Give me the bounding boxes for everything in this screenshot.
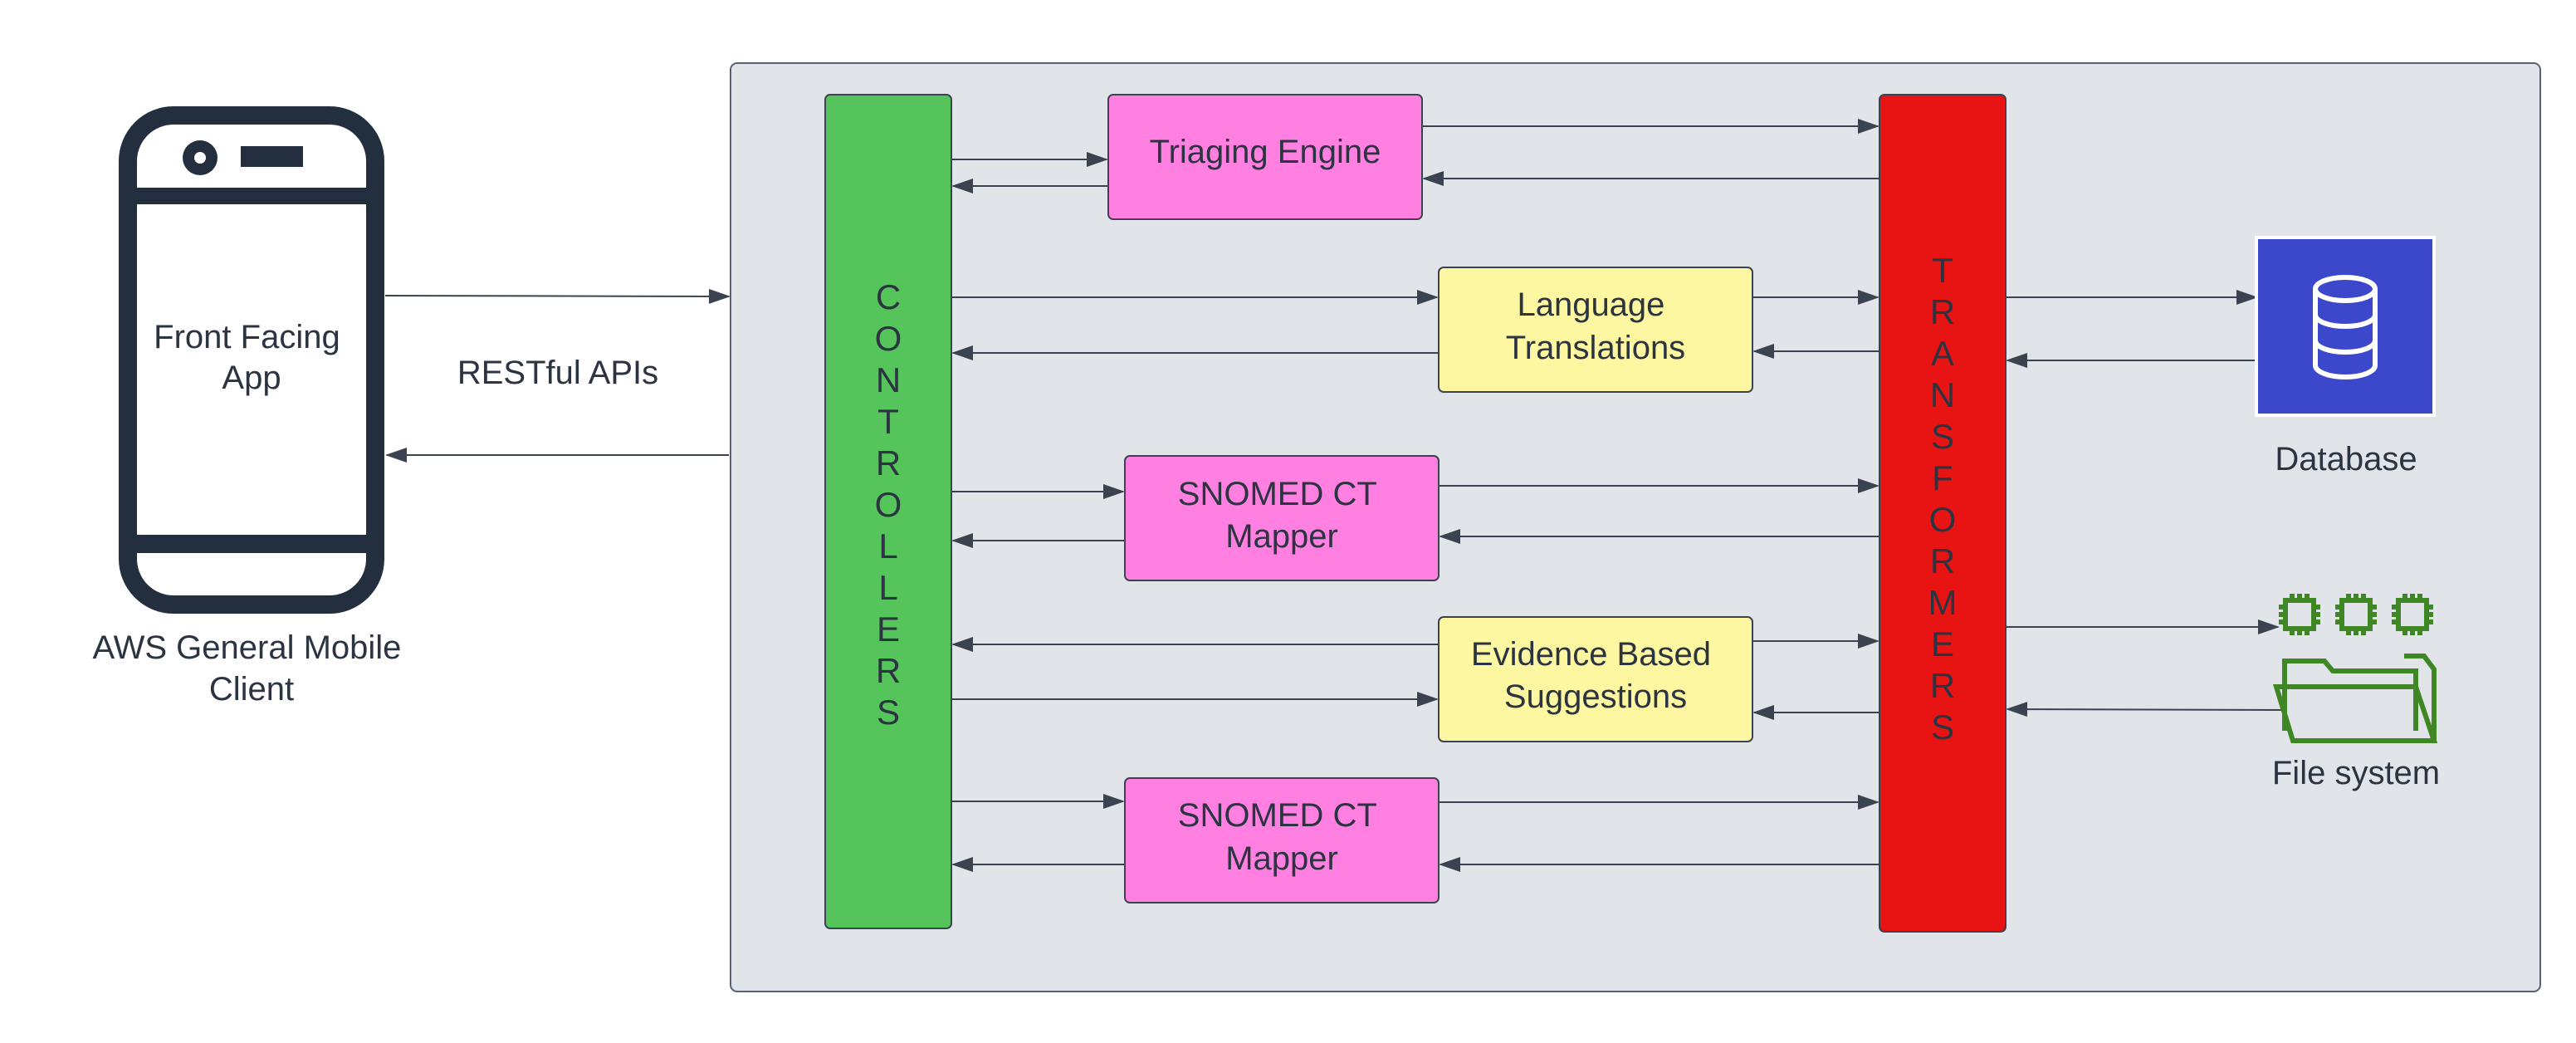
- file-system-label: File system: [2272, 755, 2440, 791]
- controllers-letters: C O N T R O L L E R S: [875, 277, 902, 732]
- svg-text:S: S: [1931, 708, 1954, 747]
- database-icon: [2255, 236, 2436, 417]
- svg-text:Evidence Based Suggestio: Evidence Based Suggestions: [1471, 636, 1720, 715]
- svg-text:R: R: [876, 443, 901, 482]
- transformers-letters: T R A N S F O R M E R S: [1928, 251, 1958, 747]
- controllers-column: [824, 94, 952, 929]
- svg-text:M: M: [1928, 583, 1958, 622]
- svg-text:T: T: [1932, 251, 1953, 290]
- svg-text:S: S: [877, 693, 900, 732]
- backend-container: [730, 62, 2541, 992]
- transformers-column: [1879, 94, 2007, 933]
- front-app-label: Front Facing App: [154, 319, 349, 396]
- svg-text:A: A: [1931, 334, 1954, 373]
- storage-arrows: [2006, 290, 2284, 717]
- controller-service-arrows: [951, 152, 1439, 872]
- svg-text:R: R: [1930, 541, 1955, 580]
- svg-text:L: L: [878, 568, 897, 607]
- snomed-mapper-box-1: SNOMED CT Mapper: [1124, 455, 1440, 581]
- svg-text:R: R: [876, 651, 901, 690]
- svg-text:Language Translations: Language Translations: [1506, 286, 1685, 366]
- service-transformer-arrows: [1422, 119, 1879, 872]
- svg-text:R: R: [1930, 666, 1955, 705]
- svg-text:R: R: [1930, 292, 1955, 331]
- triaging-engine-box: Triaging Engine: [1107, 94, 1423, 220]
- snomed-mapper-box-2: SNOMED CT Mapper: [1124, 777, 1440, 903]
- svg-text:O: O: [875, 485, 902, 524]
- svg-text:Triaging Engine: Triaging Engine: [1150, 134, 1381, 170]
- svg-text:E: E: [1931, 624, 1954, 664]
- svg-text:T: T: [877, 402, 899, 441]
- svg-text:SNOMED CT Mapper: SNOMED CT Mapper: [1178, 797, 1386, 877]
- svg-text:E: E: [877, 610, 900, 649]
- language-translations-box: Language Translations: [1438, 267, 1753, 393]
- svg-text:L: L: [878, 526, 897, 566]
- svg-text:O: O: [875, 319, 902, 358]
- phone-caption: AWS General Mobile Client: [92, 629, 410, 708]
- svg-text:C: C: [876, 277, 901, 316]
- svg-text:N: N: [876, 360, 901, 399]
- svg-text:N: N: [1930, 375, 1955, 414]
- folder-chip-icon: [2272, 594, 2438, 743]
- evidence-suggestions-box: Evidence Based Suggestions: [1438, 616, 1753, 742]
- database-label: Database: [2275, 441, 2417, 477]
- svg-text:S: S: [1931, 417, 1954, 456]
- svg-text:SNOMED CT Mapper: SNOMED CT Mapper: [1178, 476, 1386, 555]
- svg-text:F: F: [1932, 458, 1953, 497]
- mobile-phone-icon: [119, 106, 384, 614]
- restful-apis-label: RESTful APIs: [457, 355, 658, 391]
- svg-text:O: O: [1929, 500, 1957, 539]
